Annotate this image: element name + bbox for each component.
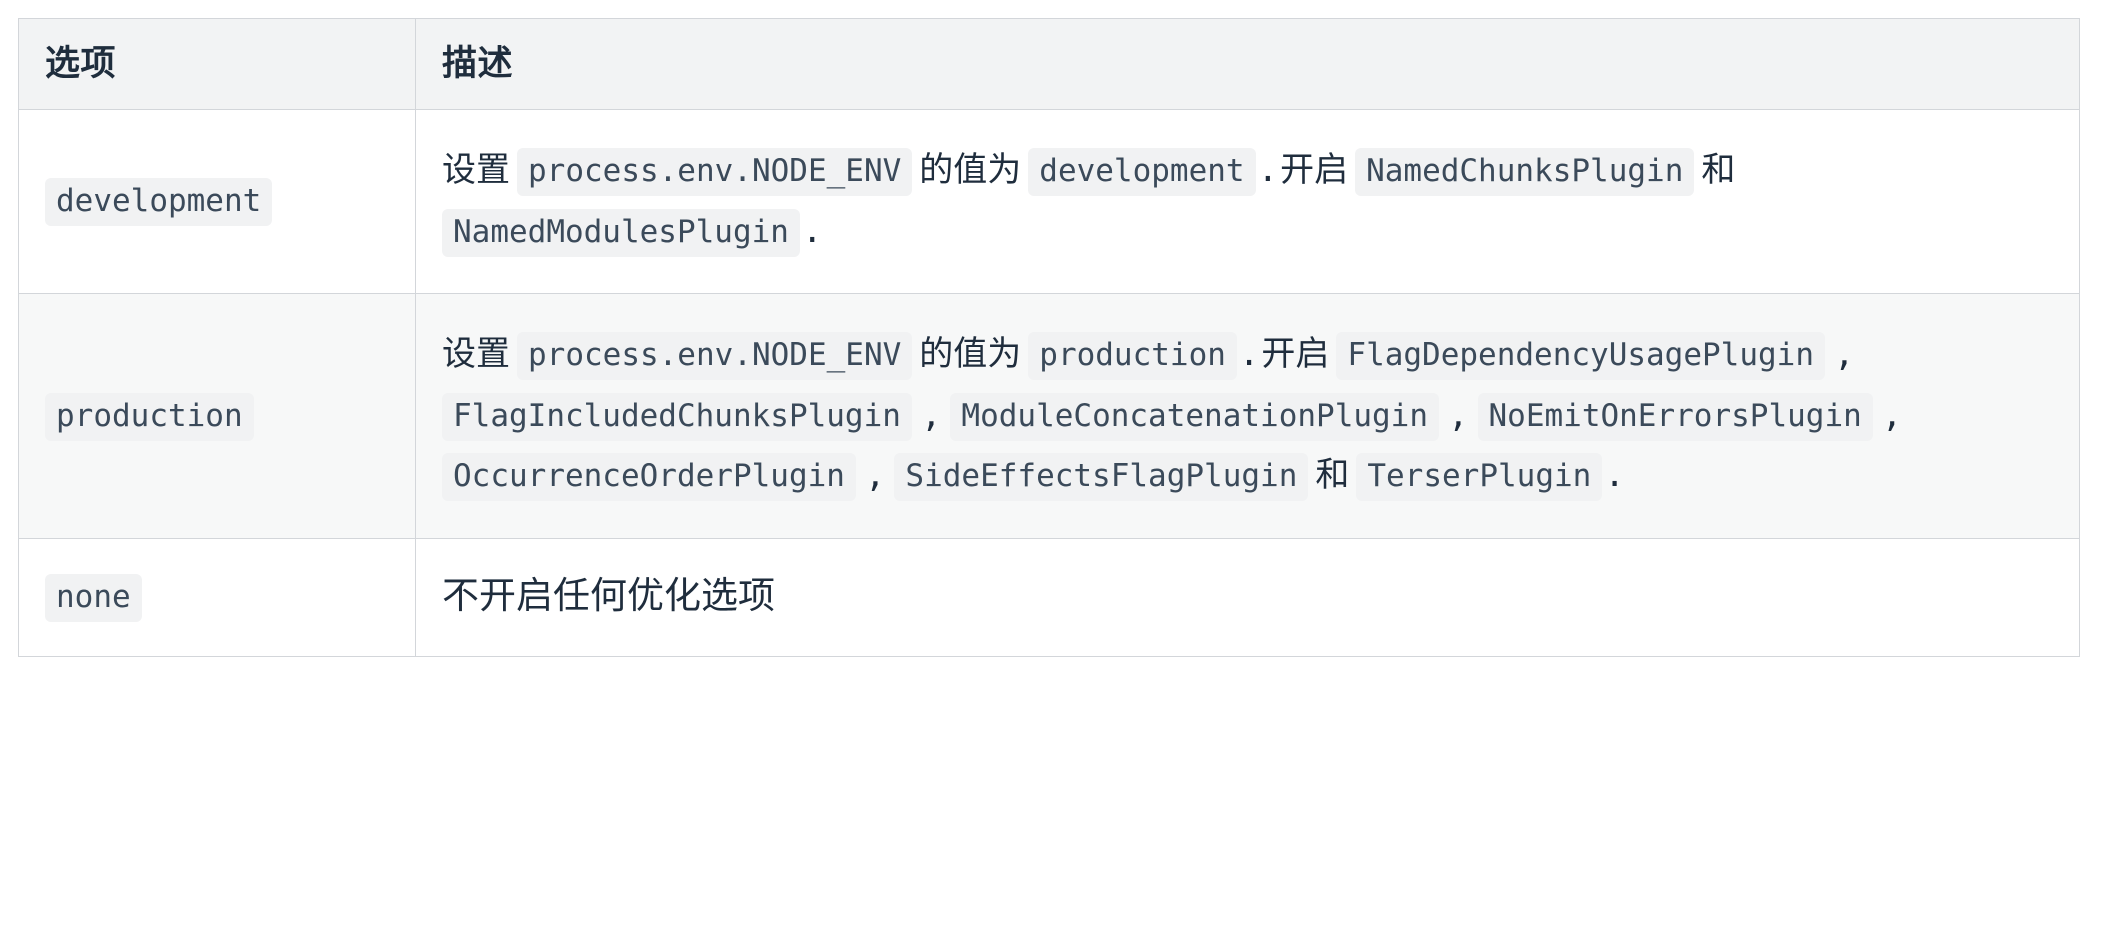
cell-description-none: 不开启任何优化选项	[415, 537, 2080, 657]
desc-label-set: 设置	[442, 335, 510, 374]
code-chip-option: production	[45, 392, 254, 441]
code-chip-value: development	[1028, 148, 1256, 197]
code-chip-plugin-4: NoEmitOnErrorsPlugin	[1477, 392, 1873, 441]
desc-period-2: .	[801, 210, 823, 251]
code-chip-plugin-5: OccurrenceOrderPlugin	[442, 453, 856, 502]
desc-period-1: .	[1257, 150, 1279, 191]
code-chip-plugin-3: ModuleConcatenationPlugin	[950, 392, 1440, 441]
code-chip-plugin-6: SideEffectsFlagPlugin	[894, 453, 1309, 502]
table-row: none 不开启任何优化选项	[18, 537, 2080, 657]
desc-label-and: 和	[1701, 151, 1736, 190]
desc-comma-5: ,	[864, 455, 886, 496]
desc-label-enable: 开启	[1280, 151, 1349, 190]
desc-comma-1: ,	[1834, 334, 1855, 375]
code-chip-plugin-2: NamedModulesPlugin	[442, 208, 800, 257]
code-chip-plugin-7: TerserPlugin	[1356, 453, 1603, 502]
column-header-description: 描述	[415, 17, 2080, 111]
desc-comma-4: ,	[1881, 394, 1903, 435]
desc-label-value-is: 的值为	[919, 151, 1022, 190]
code-chip-plugin-1: FlagDependencyUsagePlugin	[1336, 332, 1825, 381]
column-header-option: 选项	[18, 17, 416, 111]
code-chip-plugin-2: FlagIncludedChunksPlugin	[442, 392, 912, 441]
desc-period-1: .	[1238, 334, 1260, 375]
desc-comma-2: ,	[920, 394, 942, 435]
desc-comma-3: ,	[1448, 394, 1469, 435]
cell-option-production: production	[18, 293, 416, 539]
desc-label-and: 和	[1315, 456, 1350, 495]
table-header: 选项 描述	[18, 17, 2080, 111]
desc-period-2: .	[1604, 455, 1625, 496]
code-chip-node-env: process.env.NODE_ENV	[517, 148, 913, 197]
code-chip-plugin-1: NamedChunksPlugin	[1355, 148, 1695, 197]
desc-label-set: 设置	[442, 151, 510, 190]
code-chip-value: production	[1028, 332, 1237, 381]
code-chip-option: development	[45, 178, 273, 227]
cell-option-development: development	[18, 109, 416, 295]
table-header-row: 选项 描述	[18, 17, 2080, 111]
desc-label-value-is: 的值为	[919, 335, 1022, 374]
description-text: 不开启任何优化选项	[442, 575, 775, 617]
code-chip-option: none	[45, 573, 142, 622]
desc-label-enable: 开启	[1261, 335, 1330, 374]
cell-option-none: none	[18, 537, 416, 657]
code-chip-node-env: process.env.NODE_ENV	[517, 332, 913, 381]
